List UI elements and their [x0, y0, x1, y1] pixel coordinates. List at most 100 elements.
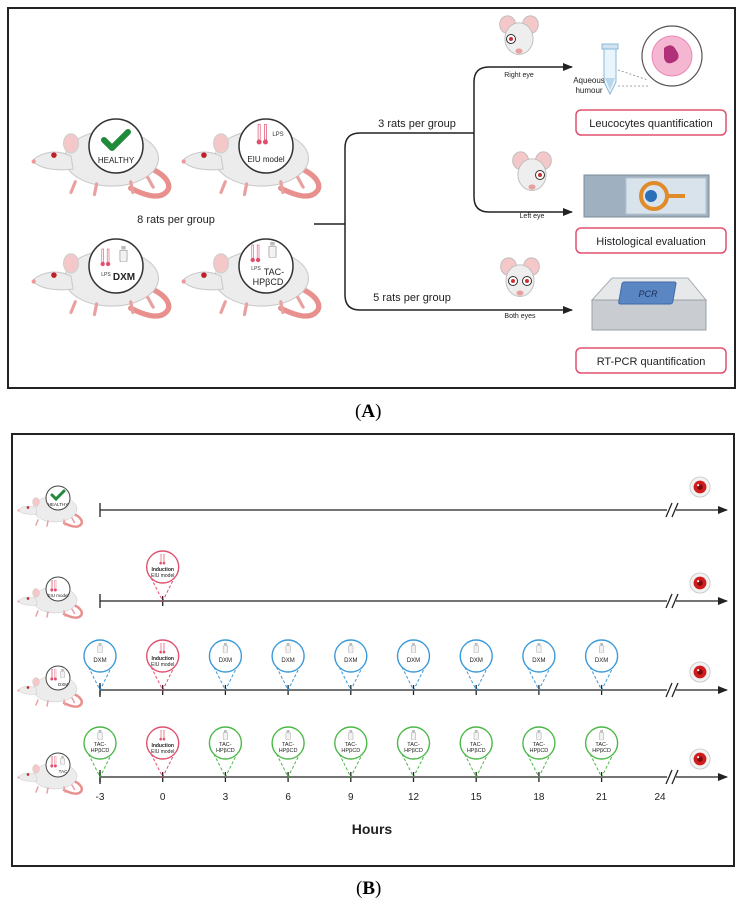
- dxm-marker-label: DXM: [93, 658, 106, 664]
- box-rtpcr-label: RT-PCR quantification: [597, 356, 706, 368]
- rats-per-group-label: 8 rats per group: [137, 214, 215, 226]
- timeline-badge-label: HEALTHY: [48, 502, 68, 507]
- both-eyes-label: Both eyes: [504, 313, 536, 320]
- hour-tick-label: -3: [96, 792, 105, 803]
- treatment-marker-h12: TAC-HPβCD: [396, 726, 431, 782]
- hours-axis-label: Hours: [352, 821, 393, 837]
- dxm-marker-label: DXM: [281, 658, 294, 664]
- right-eye-label: Right eye: [504, 72, 534, 79]
- aqueous-line2: humour: [575, 86, 602, 95]
- badge-healthy: HEALTHY: [98, 156, 135, 165]
- timeline-badge-eiu: [45, 576, 71, 602]
- axis-break: [665, 682, 679, 698]
- treatment-marker-h15: TAC-HPβCD: [459, 726, 493, 782]
- dxm-marker-label: DXM: [470, 658, 483, 664]
- rat-dxm: LPS DXM: [32, 238, 169, 316]
- treatment-marker-h3: TAC-HPβCD: [208, 726, 243, 782]
- timeline-badge-label: TAC: [59, 769, 68, 774]
- timeline-badge-label: EIU model: [47, 593, 68, 598]
- split-arrows: [314, 63, 573, 314]
- ratface-both-eyes: [500, 257, 540, 297]
- dxm-marker-label: DXM: [532, 658, 545, 664]
- eye-endpoint-icon: [689, 661, 711, 683]
- tac-marker-label-2: HPβCD: [279, 748, 298, 754]
- panel-b-label-open: (: [356, 878, 363, 899]
- aqueous-line1: Aqueous: [573, 76, 605, 85]
- eye-endpoint-icon: [689, 748, 711, 770]
- tac-marker-label-1: TAC-: [94, 742, 107, 748]
- split-top-label: 3 rats per group: [378, 118, 456, 130]
- treatment-marker-h21: TAC-HPβCD: [584, 726, 619, 782]
- panel-a-label-letter: A: [361, 401, 376, 422]
- badge-eiu: EIU model: [247, 155, 285, 164]
- badge-dxm: DXM: [113, 272, 135, 283]
- badge-dxm-lps: LPS: [101, 272, 111, 278]
- axis-break: [665, 769, 679, 785]
- cell-zoom-icon: [617, 25, 703, 87]
- treatment-marker-h21: DXM: [584, 639, 619, 695]
- induction-label-1: Induction: [151, 656, 174, 662]
- tac-marker-label-1: TAC-: [345, 742, 358, 748]
- ratface-left-eye: [512, 151, 552, 191]
- hour-tick-label: 21: [596, 792, 608, 803]
- tac-marker-label-1: TAC-: [282, 742, 295, 748]
- induction-label-2: EIU model: [151, 662, 174, 668]
- panel-b-label-close: ): [375, 878, 382, 899]
- timeline-row-healthy: HEALTHY: [16, 476, 728, 528]
- treatment-marker-h9: DXM: [334, 639, 368, 695]
- dxm-marker-label: DXM: [595, 658, 608, 664]
- box-histological: Histological evaluation: [575, 227, 727, 254]
- timeline-badge-label: DXM: [58, 682, 68, 687]
- treatment-marker-h9: TAC-HPβCD: [334, 726, 368, 782]
- axis-break: [665, 502, 679, 518]
- pcr-machine-icon: PCR: [590, 277, 708, 331]
- tac-marker-label-1: TAC-: [470, 742, 483, 748]
- badge-tac-lps: LPS: [251, 266, 261, 272]
- rat-healthy: HEALTHY: [32, 118, 169, 196]
- tac-marker-label-2: HPβCD: [216, 748, 235, 754]
- treatment-marker-h-3: TAC-HPβCD: [83, 726, 117, 782]
- treatment-marker-h6: DXM: [271, 639, 305, 695]
- hour-tick-label: 15: [471, 792, 483, 803]
- pcr-label: PCR: [638, 289, 658, 299]
- box-histological-label: Histological evaluation: [596, 236, 705, 248]
- tac-marker-label-2: HPβCD: [530, 748, 549, 754]
- panel-a-label-close: ): [375, 401, 382, 422]
- treatment-marker-h12: DXM: [396, 639, 431, 695]
- treatment-marker-h15: DXM: [459, 639, 493, 695]
- induction-label-1: Induction: [151, 743, 174, 749]
- tac-marker-label-1: TAC-: [595, 742, 608, 748]
- hour-tick-label: 18: [533, 792, 545, 803]
- induction-label-2: EIU model: [151, 573, 174, 579]
- induction-label-2: EIU model: [151, 749, 174, 755]
- hour-tick-label: 3: [223, 792, 229, 803]
- dxm-marker-label: DXM: [344, 658, 357, 664]
- dxm-marker-label: DXM: [407, 658, 420, 664]
- box-rtpcr: RT-PCR quantification: [575, 347, 727, 374]
- panel-b-frame: [11, 433, 735, 867]
- rat-tac: LPS TAC- HPβCD: [182, 238, 319, 316]
- tac-marker-label-2: HPβCD: [91, 748, 110, 754]
- rat-eiu: LPS EIU model: [182, 118, 319, 196]
- ratface-right-eye: [499, 15, 539, 55]
- tac-marker-label-2: HPβCD: [467, 748, 486, 754]
- box-leucocytes-label: Leucocytes quantification: [589, 118, 713, 130]
- tac-marker-label-2: HPβCD: [592, 748, 611, 754]
- eye-endpoint-icon: [689, 572, 711, 594]
- treatment-marker-h-3: DXM: [83, 639, 117, 695]
- badge-eiu-lps: LPS: [272, 132, 283, 138]
- check-icon: [50, 489, 66, 502]
- axis-break: [665, 593, 679, 609]
- tube-icon: [601, 43, 619, 96]
- tac-marker-label-2: HPβCD: [341, 748, 360, 754]
- tac-marker-label-1: TAC-: [219, 742, 232, 748]
- left-eye-label: Left eye: [520, 213, 545, 220]
